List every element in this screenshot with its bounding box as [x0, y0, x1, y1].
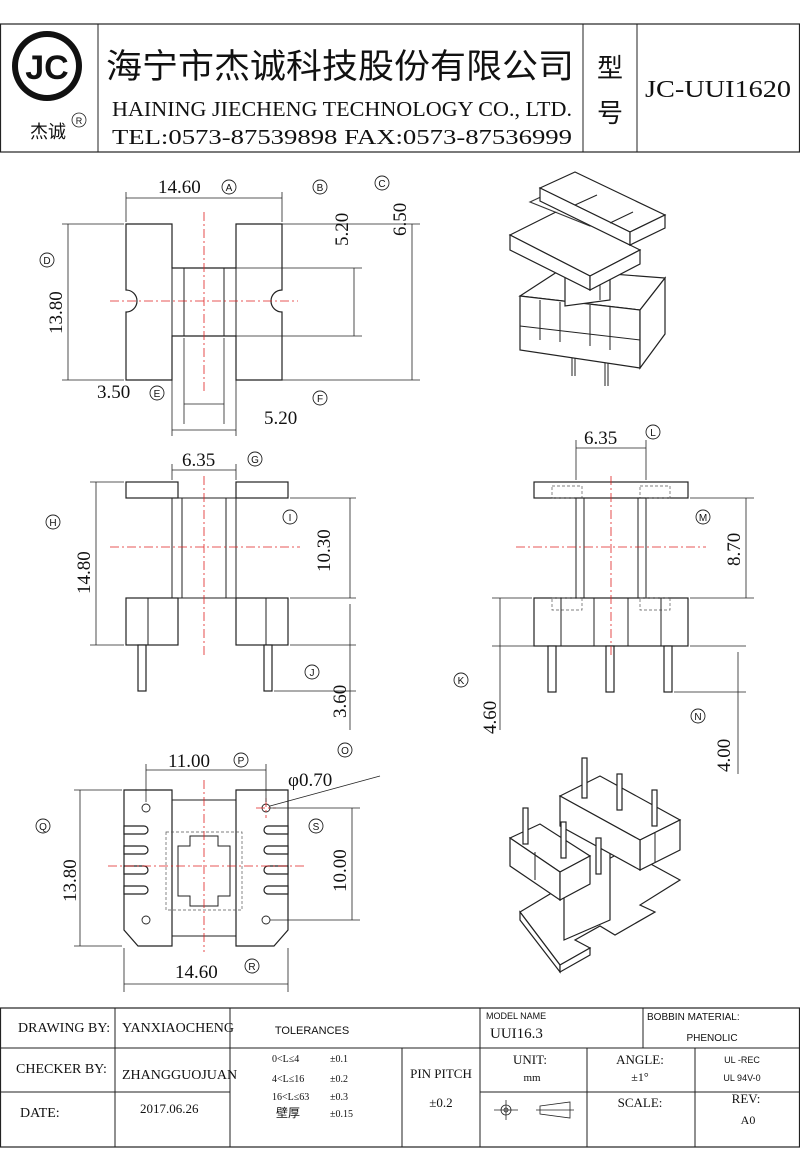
scale-label: SCALE:	[618, 1095, 663, 1110]
tol-3-value: ±0.3	[330, 1092, 348, 1103]
dim-s-tag: S	[313, 822, 320, 833]
dim-o-value: φ0.70	[288, 770, 332, 791]
dim-r-value: 14.60	[175, 962, 218, 983]
logo-text: JC	[25, 49, 68, 87]
logo-subtitle: 杰诚	[30, 122, 66, 142]
drawing-by-label: DRAWING BY:	[18, 1021, 110, 1036]
dim-p-tag: P	[238, 756, 245, 767]
top-view: 14.60 A 5.20 B 6.50 C 13.80 D 3.50 E 5.2…	[39, 175, 420, 436]
isometric-view-top	[508, 171, 667, 386]
tol-4-range: 壁厚	[276, 1105, 300, 1120]
company-logo: JC	[12, 31, 82, 101]
tol-4-value: ±0.15	[330, 1109, 353, 1120]
dim-c-value: 6.50	[390, 203, 411, 236]
dim-n-value: 4.00	[714, 739, 735, 772]
dim-d-value: 13.80	[46, 291, 67, 334]
dim-s-value: 10.00	[330, 849, 351, 892]
angle-value: ±1°	[631, 1070, 649, 1084]
company-contact: TEL:0573-87539898 FAX:0573-87536999	[112, 125, 572, 149]
bottom-view: 11.00 P φ0.70 O 10.00 S 13.80 Q 14.60 R	[35, 742, 381, 992]
dim-l-value: 6.35	[584, 428, 617, 449]
ul-rec: UL -REC	[724, 1055, 760, 1065]
dim-h-tag: H	[49, 518, 56, 529]
unit-label: UNIT:	[513, 1052, 547, 1067]
material-label: BOBBIN MATERIAL:	[647, 1012, 740, 1023]
dim-r-tag: R	[248, 962, 255, 973]
tol-2-value: ±0.2	[330, 1074, 348, 1085]
drawing-by-value: YANXIAOCHENG	[122, 1021, 234, 1036]
material-value: PHENOLIC	[686, 1033, 737, 1044]
rev-label: REV:	[732, 1091, 761, 1106]
dim-n-tag: N	[694, 712, 701, 723]
date-label: DATE:	[20, 1106, 60, 1121]
pin-pitch-label: PIN PITCH	[410, 1066, 472, 1081]
dim-k-value: 4.60	[480, 701, 501, 734]
dim-h-value: 14.80	[74, 551, 95, 594]
title-block: DRAWING BY: YANXIAOCHENG CHECKER BY: ZHA…	[0, 1007, 800, 1148]
dim-a-tag: A	[226, 183, 233, 194]
dim-j-tag: J	[310, 668, 315, 679]
dim-f-value: 5.20	[264, 408, 297, 429]
model-name-label: MODEL NAME	[486, 1011, 546, 1021]
dim-d-tag: D	[43, 256, 50, 267]
type-label-top: 型	[597, 54, 623, 83]
tol-1-range: 0<L≤4	[272, 1054, 299, 1065]
angle-label: ANGLE:	[616, 1052, 664, 1067]
dim-e-value: 3.50	[97, 382, 130, 403]
dim-f-tag: F	[317, 394, 323, 405]
tolerances-label: TOLERANCES	[275, 1025, 349, 1037]
checker-by-value: ZHANGGUOJUAN	[122, 1068, 237, 1083]
projection-symbol	[494, 1100, 574, 1120]
dim-g-value: 6.35	[182, 450, 215, 471]
dim-j-value: 3.60	[330, 685, 351, 718]
dim-k-tag: K	[458, 676, 465, 687]
registered-mark: R	[76, 116, 83, 126]
dim-g-tag: G	[251, 455, 259, 466]
type-label-bottom: 号	[597, 99, 623, 128]
dim-i-tag: I	[289, 513, 292, 524]
dim-c-tag: C	[378, 179, 385, 190]
dim-i-value: 10.30	[314, 529, 335, 572]
header: JC 杰诚 R 海宁市杰诚科技股份有限公司 HAINING JIECHENG T…	[0, 23, 800, 153]
dim-p-value: 11.00	[168, 751, 210, 772]
model-name-value: UUI16.3	[490, 1026, 543, 1042]
pin-pitch-value: ±0.2	[429, 1095, 452, 1110]
rev-value: A0	[741, 1113, 756, 1127]
tol-3-range: 16<L≤63	[272, 1092, 309, 1103]
part-number: JC-UUI1620	[645, 77, 791, 103]
front-view: 6.35 G 14.80 H 10.30 I 3.60 J	[45, 450, 356, 730]
tol-2-range: 4<L≤16	[272, 1074, 304, 1085]
date-value: 2017.06.26	[140, 1101, 199, 1116]
side-view: 6.35 L 8.70 M 4.60 K 4.00 N	[453, 424, 754, 774]
dim-a-value: 14.60	[158, 177, 201, 198]
dim-b-tag: B	[317, 183, 324, 194]
dim-o-tag: O	[341, 746, 349, 757]
dim-m-value: 8.70	[724, 533, 745, 566]
tol-1-value: ±0.1	[330, 1054, 348, 1065]
dim-l-tag: L	[650, 428, 656, 439]
isometric-view-bottom	[508, 757, 682, 974]
dim-b-value: 5.20	[332, 213, 353, 246]
checker-by-label: CHECKER BY:	[16, 1062, 107, 1077]
dim-e-tag: E	[154, 389, 161, 400]
dim-q-value: 13.80	[60, 859, 81, 902]
dim-m-tag: M	[699, 513, 707, 524]
ul-94v0: UL 94V-0	[723, 1073, 760, 1083]
unit-value: mm	[523, 1072, 541, 1084]
company-name-en: HAINING JIECHENG TECHNOLOGY CO., LTD.	[112, 97, 572, 121]
dim-q-tag: Q	[39, 822, 47, 833]
company-name-cn: 海宁市杰诚科技股份有限公司	[106, 48, 574, 86]
